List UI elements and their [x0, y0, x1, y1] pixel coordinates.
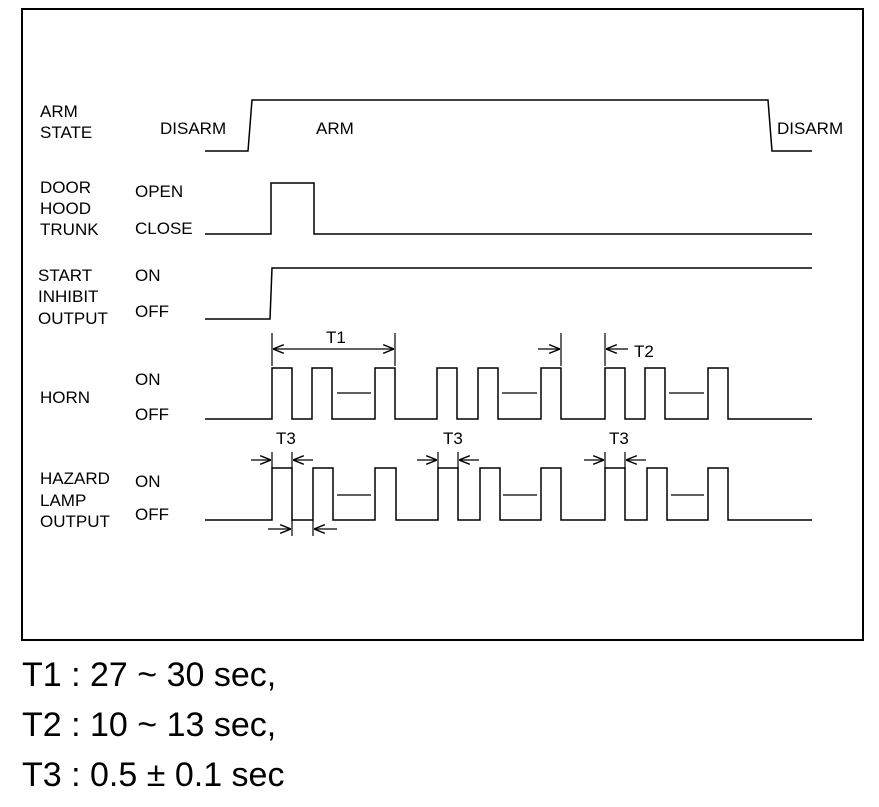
arm-state-label-line1: ARM: [40, 102, 78, 121]
door-label-line2: HOOD: [40, 199, 91, 218]
note-t3: T3 : 0.5 ± 0.1 sec: [22, 756, 285, 794]
start-inhibit-row: START INHIBIT OUTPUT ON OFF: [38, 266, 812, 328]
note-t2: T2 : 10 ~ 13 sec,: [22, 706, 277, 744]
horn-state-off: OFF: [135, 405, 169, 424]
start-waveform: [205, 267, 812, 320]
door-label-line3: TRUNK: [40, 220, 99, 239]
start-label-line1: START: [38, 266, 92, 285]
door-state-open: OPEN: [135, 182, 183, 201]
arm-state-waveform: [205, 99, 812, 152]
t2-label: T2: [634, 342, 654, 361]
start-state-on: ON: [135, 266, 161, 285]
t1-extension-lines: [271, 333, 396, 366]
door-row: DOOR HOOD TRUNK OPEN CLOSE: [40, 178, 812, 239]
door-waveform: [205, 182, 812, 235]
note-t1: T1 : 27 ~ 30 sec,: [22, 656, 277, 694]
horn-waveform: [205, 367, 812, 420]
hazard-row: HAZARD LAMP OUTPUT ON OFF T3 T3 T3: [40, 429, 812, 536]
t3-extension-lines: [271, 452, 626, 536]
timing-diagram: ARM STATE DISARM ARM DISARM DOOR HOOD TR…: [21, 8, 864, 641]
t1-label: T1: [326, 328, 346, 347]
diagram-border: [21, 8, 864, 641]
t3-label-2: T3: [443, 429, 463, 448]
arm-state-label-line2: STATE: [40, 123, 92, 142]
t3-label-1: T3: [276, 429, 296, 448]
horn-row: HORN ON OFF T1 T2: [40, 328, 812, 424]
hazard-waveform: [205, 467, 812, 521]
arm-state-arm: ARM: [316, 119, 354, 138]
hazard-label-line3: OUTPUT: [40, 512, 110, 531]
hazard-state-on: ON: [135, 472, 161, 491]
hazard-label-line2: LAMP: [40, 491, 86, 510]
hazard-label-line1: HAZARD: [40, 469, 110, 488]
horn-state-on: ON: [135, 370, 161, 389]
hazard-state-off: OFF: [135, 505, 169, 524]
arm-state-row: ARM STATE DISARM ARM DISARM: [40, 99, 843, 152]
door-state-close: CLOSE: [135, 219, 193, 238]
timing-notes: T1 : 27 ~ 30 sec, T2 : 10 ~ 13 sec, T3 :…: [22, 650, 862, 800]
start-label-line3: OUTPUT: [38, 309, 108, 328]
t3-label-3: T3: [609, 429, 629, 448]
door-label-line1: DOOR: [40, 178, 91, 197]
start-state-off: OFF: [135, 302, 169, 321]
arm-state-disarm-right: DISARM: [777, 119, 843, 138]
arm-state-disarm-left: DISARM: [160, 119, 226, 138]
t2-extension-lines: [560, 333, 606, 366]
start-label-line2: INHIBIT: [38, 287, 98, 306]
horn-label: HORN: [40, 388, 90, 407]
